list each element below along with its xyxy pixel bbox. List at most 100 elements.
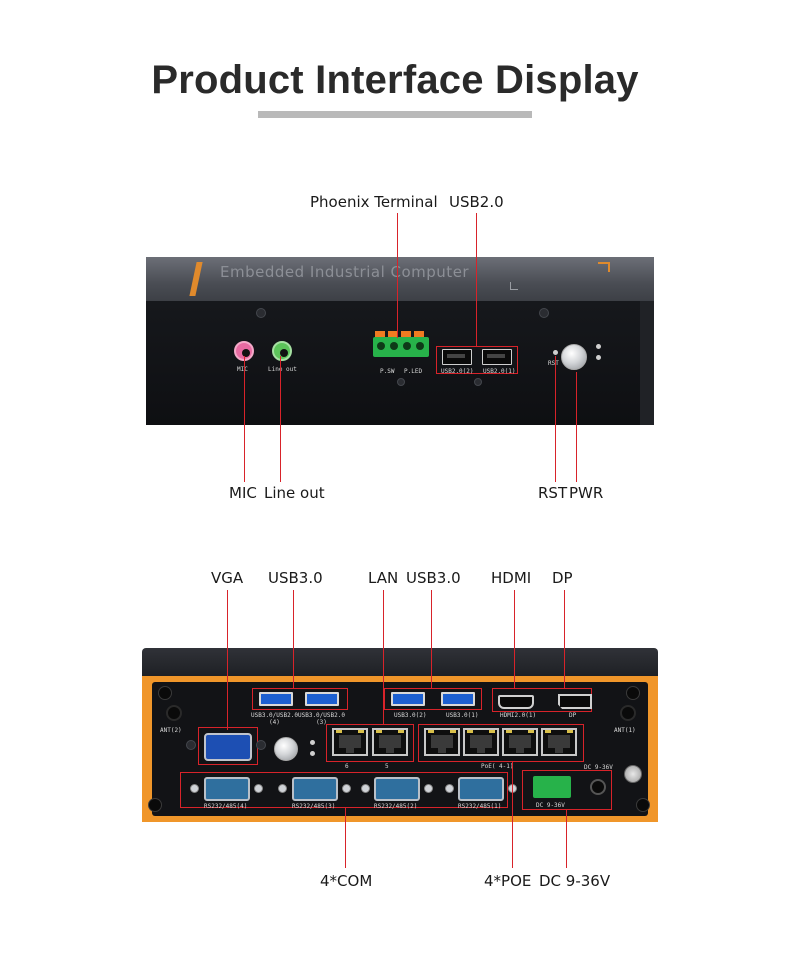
callout-rst: RST (538, 484, 568, 502)
terminal-hole (390, 342, 398, 350)
lan-port-5 (372, 728, 408, 756)
callout-line-dc (566, 810, 567, 868)
screw-icon (186, 740, 196, 750)
callout-usb20: USB2.0 (449, 193, 504, 211)
top-cover-corner-mark (598, 262, 610, 272)
screw-icon (190, 784, 199, 793)
lan-highlight-box (326, 724, 414, 762)
callout-line-out: Line out (264, 484, 325, 502)
screw-icon (397, 378, 405, 386)
poe-highlight-box (418, 724, 584, 762)
callout-line-mic (244, 356, 245, 482)
silk-mic: MIC (237, 366, 248, 373)
screw-icon (256, 308, 266, 318)
silk-ant2: ANT(2) (160, 727, 182, 734)
usb20-highlight-box (436, 346, 518, 374)
hdd-led-icon (310, 751, 315, 756)
terminal-hole (403, 342, 411, 350)
screw-icon (361, 784, 370, 793)
callout-line-poe (512, 762, 513, 868)
dc-terminal-connector (533, 776, 571, 798)
callout-line-lan (383, 590, 384, 725)
callout-pwr: PWR (569, 484, 604, 502)
screw-icon (539, 308, 549, 318)
callout-lan: LAN (368, 569, 399, 587)
silk-lan5: 5 (385, 763, 389, 770)
callout-usb30-right: USB3.0 (406, 569, 461, 587)
silk-com4: RS232/485(4) (204, 803, 248, 810)
screw-icon (256, 740, 266, 750)
com-highlight-box (180, 772, 508, 808)
callout-line-rst (555, 356, 556, 482)
callout-line-pwr (576, 372, 577, 482)
ground-screw-icon (624, 765, 642, 783)
device-front-side (640, 301, 654, 425)
com-port-4 (204, 777, 250, 801)
lan-port-6 (332, 728, 368, 756)
com-port-1 (458, 777, 504, 801)
displayport-port (558, 694, 592, 709)
page-title: Product Interface Display (151, 58, 639, 102)
screw-icon (278, 784, 287, 793)
screw-icon (474, 378, 482, 386)
top-cover-corner-mark-small (510, 282, 518, 290)
callout-line-usb30-right (431, 590, 432, 689)
callout-usb30-left: USB3.0 (268, 569, 323, 587)
silk-rst: RST (548, 360, 559, 367)
mount-hole-icon (636, 798, 650, 812)
callout-hdmi: HDMI (491, 569, 532, 587)
power-led-icon (310, 740, 315, 745)
phoenix-terminal-connector (373, 337, 429, 357)
silk-lan6: 6 (345, 763, 349, 770)
terminal-hole (416, 342, 424, 350)
silk-usb2-1: USB2.0(1) (483, 368, 516, 375)
callout-line-dp (564, 590, 565, 689)
silk-poe: PoE( 4-1) (481, 763, 514, 770)
screw-icon (254, 784, 263, 793)
com-port-2 (374, 777, 420, 801)
silk-dp: DP (569, 712, 577, 719)
dc-highlight-box (522, 770, 612, 810)
silk-com2: RS232/485(2) (374, 803, 418, 810)
power-button-rear (274, 737, 298, 761)
power-led-icon (596, 344, 601, 349)
com-port-3 (292, 777, 338, 801)
callout-mic: MIC (229, 484, 257, 502)
screw-icon (342, 784, 351, 793)
callout-poe: 4*POE (484, 872, 532, 890)
phoenix-tab (414, 331, 424, 338)
phoenix-tab (401, 331, 411, 338)
callout-line-line-out (280, 356, 281, 482)
hdd-led-icon (596, 355, 601, 360)
title-underline (258, 111, 532, 118)
callout-com: 4*COM (320, 872, 373, 890)
silk-hdmi: HDMI2.0(1) (500, 712, 537, 719)
callout-line-phoenix (397, 213, 398, 338)
poe-port-1 (541, 728, 577, 756)
silk-usb2-2: USB2.0(2) (441, 368, 474, 375)
callout-line-vga (227, 590, 228, 730)
power-button (561, 344, 587, 370)
usb30-right-highlight-box (384, 688, 482, 710)
usb30-left-highlight-box (252, 688, 348, 710)
screw-icon (424, 784, 433, 793)
silk-usb-mix4: USB3.0/USB2.0 (4) (251, 712, 298, 726)
callout-vga: VGA (211, 569, 244, 587)
silk-usb-mix3: USB3.0/USB2.0 (3) (298, 712, 345, 726)
dc-jack-icon (590, 779, 606, 795)
mount-hole-icon (158, 686, 172, 700)
usb30-port-4 (259, 692, 293, 706)
terminal-hole (377, 342, 385, 350)
usb30-port-1 (441, 692, 475, 706)
mount-hole-icon (626, 686, 640, 700)
phoenix-tab (388, 331, 398, 338)
silk-psw: P.SW (380, 368, 395, 375)
silk-usb3-2: USB3.0(2) (394, 712, 427, 719)
top-cover-brand-text: Embedded Industrial Computer (220, 263, 470, 281)
reset-hole-icon (553, 350, 558, 355)
antenna-1-connector (620, 705, 636, 721)
callout-phoenix-terminal: Phoenix Terminal (310, 193, 438, 211)
line-out-jack-icon (272, 341, 292, 361)
usb20-port-2 (442, 349, 472, 365)
silk-dc-bottom: DC 9-36V (536, 802, 565, 809)
